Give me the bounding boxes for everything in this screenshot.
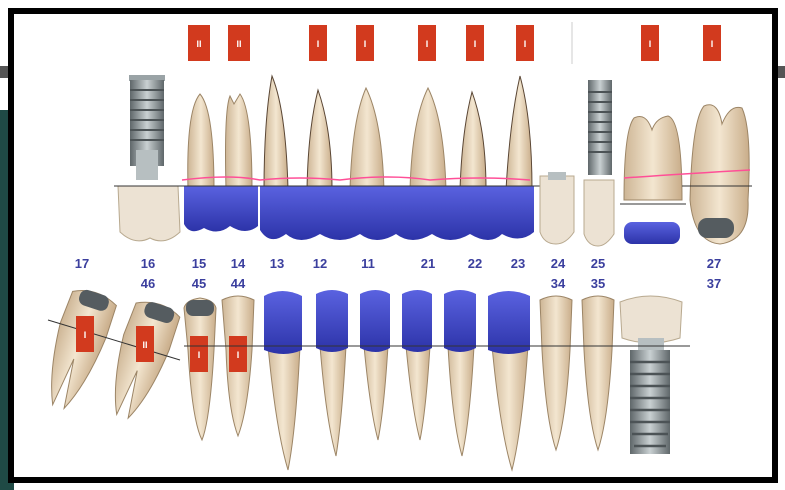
tooth-number-label: 15 <box>192 256 206 271</box>
svg-text:I: I <box>649 39 652 49</box>
tooth-number-label: 44 <box>231 276 246 291</box>
tooth-45-filling <box>186 300 214 316</box>
tooth-number-label: 11 <box>361 256 375 271</box>
tooth-24 <box>540 176 574 244</box>
bridge-crown-13-23 <box>260 186 534 240</box>
tooth-number-label: 21 <box>421 256 435 271</box>
svg-text:I: I <box>84 330 87 340</box>
tooth-number-label: 34 <box>551 276 566 291</box>
tooth-43-root <box>266 346 300 470</box>
tooth-number-label: 12 <box>313 256 327 271</box>
lower-tooth-numbers: 17 46 45 44 34 35 37 <box>75 256 721 291</box>
svg-text:I: I <box>237 350 240 360</box>
marker-tag: I <box>466 25 484 61</box>
marker-tag: I <box>190 336 208 372</box>
svg-text:II: II <box>142 340 147 350</box>
tooth-11-root <box>350 88 384 190</box>
tooth-32-crown <box>444 290 476 352</box>
tooth-36-implant <box>620 296 682 454</box>
tooth-43-crown <box>264 291 302 354</box>
marker-tag: II <box>136 326 154 362</box>
tooth-number-label: 23 <box>511 256 525 271</box>
tooth-number-label: 16 <box>141 256 155 271</box>
tooth-13-root <box>264 76 288 190</box>
svg-text:I: I <box>711 39 714 49</box>
tooth-15-root <box>188 94 214 190</box>
svg-text:I: I <box>426 39 429 49</box>
marker-tag: I <box>76 316 94 352</box>
tooth-27-filling <box>698 218 734 238</box>
marker-tag: I <box>309 25 327 61</box>
svg-text:I: I <box>524 39 527 49</box>
bridge-crown-15-14 <box>184 186 258 232</box>
top-marker-row: II II I I I I I I I <box>188 25 721 61</box>
marker-tag: II <box>188 25 210 61</box>
tooth-number-label: 46 <box>141 276 155 291</box>
svg-text:I: I <box>317 39 320 49</box>
marker-tag: II <box>228 25 250 61</box>
tooth-26-root <box>624 116 682 200</box>
tooth-16-implant <box>118 75 180 241</box>
tooth-14-root <box>226 94 253 190</box>
tooth-number-label: 45 <box>192 276 206 291</box>
tooth-number-label: 13 <box>270 256 284 271</box>
tooth-number-label: 37 <box>707 276 721 291</box>
tooth-33-crown <box>488 291 530 354</box>
tooth-41-root <box>362 346 388 440</box>
tooth-34 <box>540 296 572 450</box>
svg-text:I: I <box>364 39 367 49</box>
tooth-21-root <box>410 88 446 190</box>
marker-tag: I <box>229 336 247 372</box>
svg-text:I: I <box>474 39 477 49</box>
tooth-24-abutment <box>548 172 566 180</box>
lower-arch: I II I I <box>36 285 690 470</box>
marker-tag: I <box>641 25 659 61</box>
tooth-41-crown <box>360 290 390 352</box>
tooth-33-root <box>490 346 528 470</box>
tooth-number-label: 14 <box>231 256 246 271</box>
tooth-12-root <box>307 90 332 190</box>
tooth-number-label: 24 <box>551 256 566 271</box>
tooth-32-root <box>446 346 474 456</box>
tooth-31-crown <box>402 290 432 352</box>
tooth-31-root <box>404 346 430 440</box>
tooth-22-root <box>460 92 486 190</box>
marker-tag: I <box>418 25 436 61</box>
tooth-26-crown <box>624 222 680 244</box>
tooth-42-crown <box>316 290 348 352</box>
tooth-25-implant <box>584 80 614 246</box>
svg-text:II: II <box>196 39 201 49</box>
tooth-number-label: 35 <box>591 276 605 291</box>
upper-arch <box>114 75 752 246</box>
svg-text:I: I <box>198 350 201 360</box>
marker-tag: I <box>703 25 721 61</box>
marker-tag: I <box>356 25 374 61</box>
tooth-number-label: 22 <box>468 256 482 271</box>
tooth-number-label: 25 <box>591 256 605 271</box>
svg-text:II: II <box>236 39 241 49</box>
tooth-number-label: 17 <box>75 256 89 271</box>
tooth-number-label: 27 <box>707 256 721 271</box>
tooth-23-root <box>506 76 532 190</box>
upper-tooth-numbers: 16 15 14 13 12 11 21 22 23 24 25 27 <box>141 256 721 271</box>
tooth-35 <box>582 296 614 450</box>
tooth-42-root <box>318 346 346 456</box>
marker-tag: I <box>516 25 534 61</box>
